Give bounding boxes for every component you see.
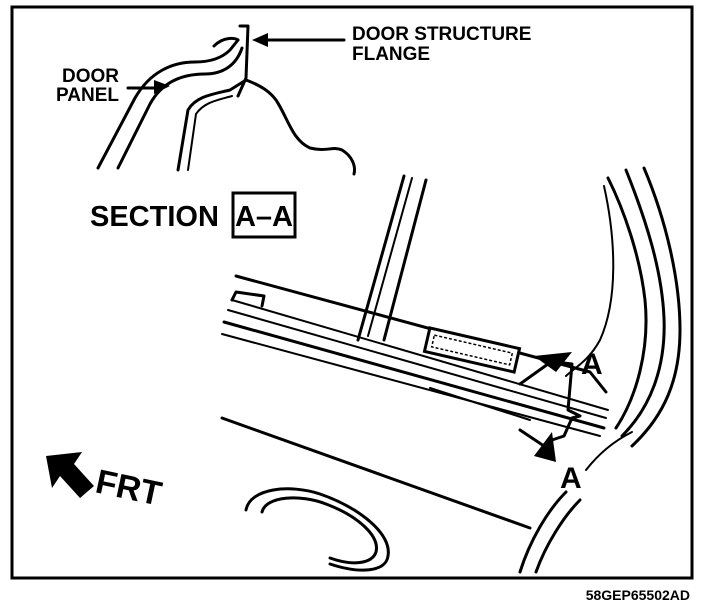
front-label: FRT bbox=[92, 463, 165, 514]
belt-end-cap bbox=[230, 290, 266, 308]
cut-arrow-lower-head bbox=[534, 432, 556, 462]
cut-arrow-upper-head bbox=[534, 352, 572, 372]
wheel-arch-outer bbox=[244, 487, 390, 572]
door-frame-outer bbox=[606, 176, 648, 430]
rear-pillar-lower bbox=[518, 490, 568, 574]
front-arrow-icon bbox=[46, 452, 94, 498]
door-panel-outer-line bbox=[96, 38, 240, 170]
figure-border bbox=[10, 5, 694, 580]
door-structure-line-2 bbox=[187, 95, 233, 171]
belt-label-plate bbox=[422, 326, 522, 374]
panel-arrowhead bbox=[154, 80, 170, 94]
section-id: A–A bbox=[235, 201, 293, 233]
door-frame-mid bbox=[620, 168, 666, 438]
wheel-arch-inner bbox=[260, 496, 378, 565]
rear-pillar-lower-2 bbox=[534, 498, 582, 574]
door-frame-inner bbox=[630, 166, 682, 448]
belt-line-top bbox=[234, 274, 608, 394]
belt-strip-3 bbox=[222, 320, 606, 430]
belt-strip-2 bbox=[227, 309, 607, 419]
flange-arrowhead bbox=[252, 33, 268, 47]
section-marker-lower: A bbox=[560, 462, 582, 495]
cut-line bbox=[550, 360, 582, 442]
section-marker-upper: A bbox=[581, 348, 603, 381]
door-lower-line bbox=[220, 416, 532, 530]
door-crease bbox=[429, 387, 531, 421]
door-panel-hem bbox=[212, 36, 240, 48]
figure-code: 58GEP65502AD bbox=[586, 587, 690, 603]
cut-arrow-upper-line bbox=[518, 362, 550, 386]
section-id-box bbox=[231, 191, 297, 239]
glass-edge bbox=[565, 185, 615, 377]
panel-label: PANEL bbox=[56, 85, 119, 106]
section-cut-marker: A A bbox=[518, 348, 603, 495]
front-direction-indicator: FRT bbox=[46, 452, 165, 514]
section-detail: DOOR STRUCTURE FLANGE DOOR PANEL SECTION… bbox=[56, 24, 531, 239]
belt-strip-1 bbox=[231, 299, 609, 411]
belt-strip-4 bbox=[221, 333, 601, 437]
door-structure-line bbox=[176, 78, 356, 176]
door-panel-inner-line bbox=[116, 46, 244, 170]
cut-arrow-lower-line bbox=[518, 428, 546, 448]
rear-pillar-lower-3 bbox=[585, 431, 633, 471]
door-label: DOOR bbox=[62, 66, 119, 87]
b-pillar-rear bbox=[382, 178, 428, 342]
b-pillar-inner bbox=[367, 177, 413, 337]
structure-flange bbox=[236, 24, 250, 98]
section-title: SECTION bbox=[90, 201, 219, 233]
door-body bbox=[220, 166, 682, 574]
door-structure-label: DOOR STRUCTURE bbox=[352, 24, 531, 45]
flange-label: FLANGE bbox=[352, 44, 430, 65]
